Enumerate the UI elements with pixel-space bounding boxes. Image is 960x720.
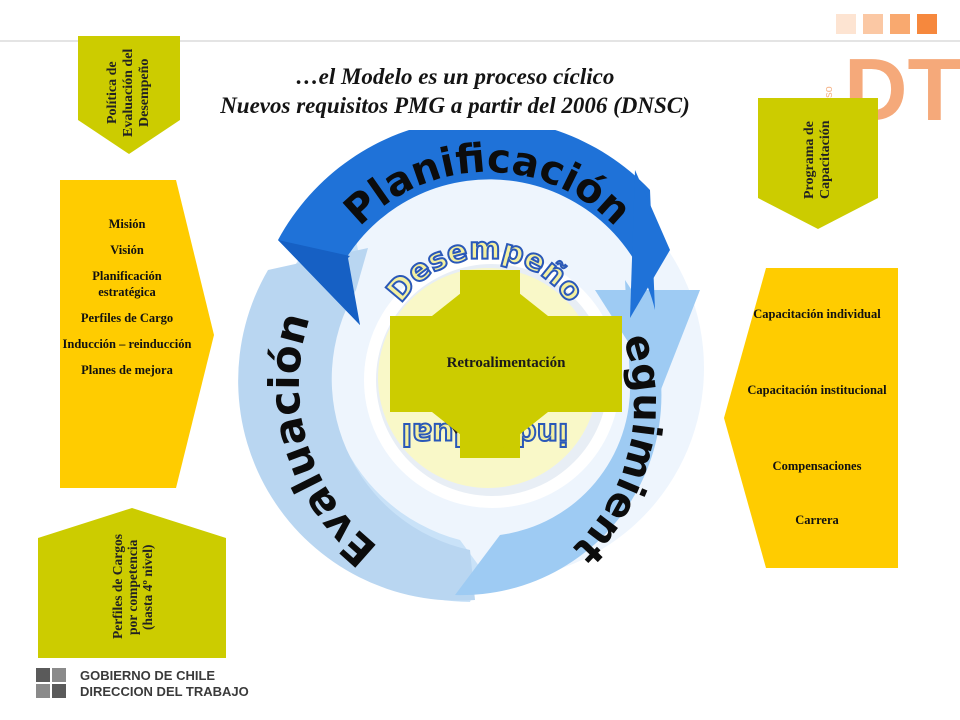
segment-seguimiento-arrow <box>595 290 700 392</box>
footer-line-1: GOBIERNO DE CHILE <box>80 668 216 683</box>
segment-planificacion <box>278 130 655 325</box>
right-list-item: Carrera <box>795 513 839 527</box>
left-list-shape <box>60 180 214 488</box>
right-list-item: Capacitación institucional <box>747 383 887 397</box>
left-list-item: Misión <box>108 217 146 231</box>
header-square-3 <box>890 14 910 34</box>
left-list-item: Planificación estratégica <box>92 269 162 299</box>
right-list-item: Capacitación individual <box>753 307 881 321</box>
title-line-1: …el Modelo es un proceso cíclico <box>295 64 615 89</box>
segment-planificacion-tip <box>278 240 360 325</box>
footer-line-2: DIRECCION DEL TRABAJO <box>80 684 249 699</box>
tag-programa-shape <box>758 98 878 229</box>
right-list-item: Compensaciones <box>772 459 862 473</box>
cycle-diagram: Planificación Seguimiento Evaluación Des… <box>230 130 704 602</box>
footer-text: GOBIERNO DE CHILE DIRECCION DEL TRABAJO <box>80 668 249 700</box>
right-list-shape <box>724 268 898 568</box>
header-divider <box>0 40 960 42</box>
tag-perfiles-shape <box>38 508 226 658</box>
tag-politica-label: Política de Evaluación del Desempeño <box>105 48 152 138</box>
left-list-item: Planes de mejora <box>81 363 173 377</box>
tag-programa: Programa de Capacitación <box>770 104 866 216</box>
header-square-2 <box>863 14 883 34</box>
right-list: Capacitación individual Capacitación ins… <box>742 268 892 568</box>
left-list-item: Perfiles de Cargo <box>80 311 174 325</box>
tag-perfiles-label: Perfiles de Cargos por competencia (hast… <box>109 534 155 640</box>
tag-politica-shape <box>78 36 180 154</box>
tag-politica: Política de Evaluación del Desempeño <box>84 40 174 146</box>
retro-cross <box>390 270 622 458</box>
title-line-2: Nuevos requisitos PMG a partir del 2006 … <box>220 93 690 118</box>
tag-programa-label: Programa de Capacitación <box>802 120 833 200</box>
retroalimentacion-label: Retroalimentación <box>446 354 566 371</box>
left-list: Misión Visión Planificación estratégica … <box>62 216 192 388</box>
gobierno-logo-icon <box>36 668 66 698</box>
header-square-1 <box>836 14 856 34</box>
retro-arrow-up <box>432 270 548 316</box>
retro-arrow-down <box>432 412 548 458</box>
segment-evaluacion-edge <box>238 248 475 601</box>
page-title: …el Modelo es un proceso cíclico Nuevos … <box>150 62 760 120</box>
header-square-4 <box>917 14 937 34</box>
segment-seguimiento <box>455 280 662 596</box>
left-list-item: Visión <box>110 243 144 257</box>
segment-planificacion-arrow <box>630 170 670 318</box>
tag-perfiles: Perfiles de Cargos por competencia (hast… <box>60 522 204 652</box>
left-list-item: Inducción – reinducción <box>62 337 192 351</box>
